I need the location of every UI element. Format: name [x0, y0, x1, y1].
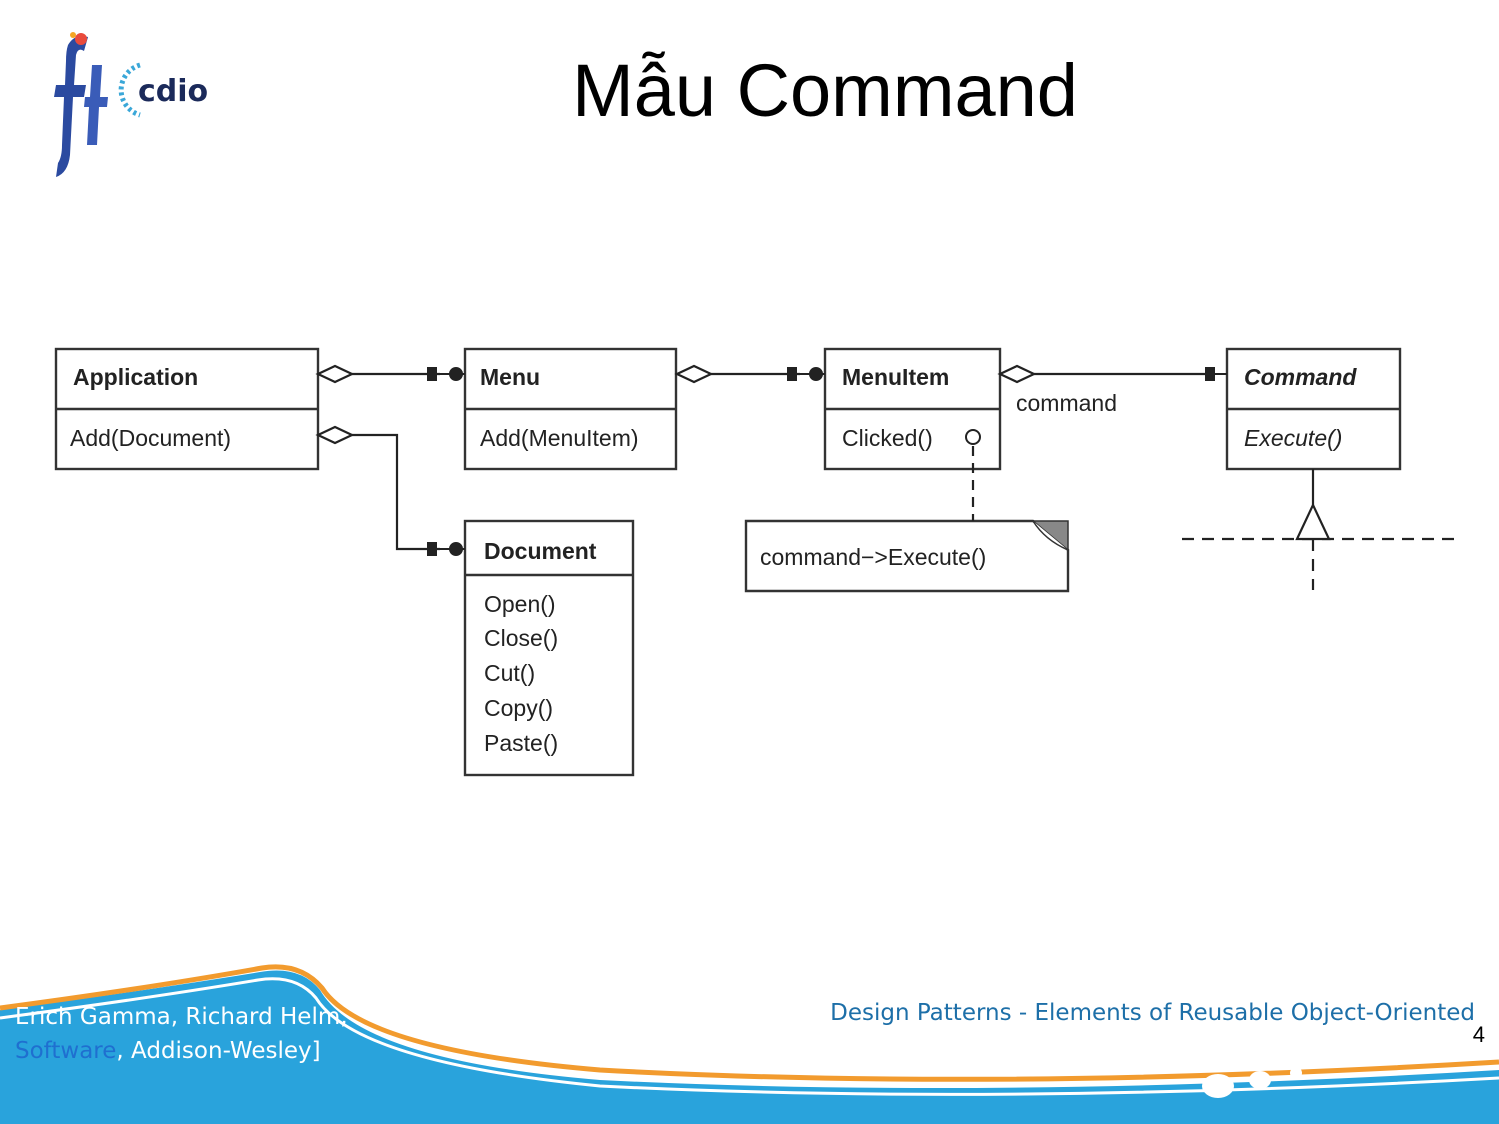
op-document-paste: Paste() [484, 730, 558, 756]
association-label-command: command [1016, 390, 1117, 416]
class-name-document: Document [484, 538, 597, 564]
note-text: command−>Execute() [760, 544, 986, 570]
op-document-copy: Copy() [484, 695, 553, 721]
cdio-logo-text: cdio [138, 74, 208, 109]
class-name-application: Application [73, 364, 198, 390]
op-menuitem-clicked: Clicked() [842, 425, 933, 451]
inheritance-triangle [1295, 502, 1331, 541]
op-document-close: Close() [484, 625, 558, 651]
op-command-execute: Execute() [1244, 425, 1342, 451]
cdio-arc [118, 62, 141, 118]
note-box [744, 519, 1070, 593]
class-name-command: Command [1244, 364, 1357, 390]
diamond-app-menu [315, 364, 355, 384]
citation-left-line2: Software, Addison-Wesley] [15, 1034, 348, 1068]
fit-logo-mark [54, 36, 88, 177]
citation-link-software[interactable]: Software [15, 1038, 117, 1064]
citation-right[interactable]: Design Patterns - Elements of Reusable O… [830, 1000, 1475, 1026]
op-menu-add: Add(MenuItem) [480, 425, 639, 451]
citation-left: Erich Gamma, Richard Helm, Software, Add… [15, 1000, 348, 1068]
citation-left-line1: Erich Gamma, Richard Helm, [15, 1004, 348, 1030]
class-box-document [463, 519, 635, 777]
diamond-app-document [315, 425, 355, 445]
assoc-app-document [352, 433, 440, 551]
slide-title: Mẫu Command [572, 49, 1078, 132]
op-application-add: Add(Document) [70, 425, 231, 451]
class-name-menu: Menu [480, 364, 540, 390]
page-number: 4 [1472, 1022, 1485, 1047]
footer-wave [0, 964, 1499, 1124]
op-document-open: Open() [484, 591, 556, 617]
op-document-cut: Cut() [484, 660, 535, 686]
fit-cdio-logo: cdio [54, 32, 208, 177]
diamond-menuitem-command [997, 364, 1037, 384]
diamond-menu-menuitem [674, 364, 714, 384]
citation-publisher: , Addison-Wesley] [116, 1038, 321, 1064]
class-name-menuitem: MenuItem [842, 364, 949, 390]
